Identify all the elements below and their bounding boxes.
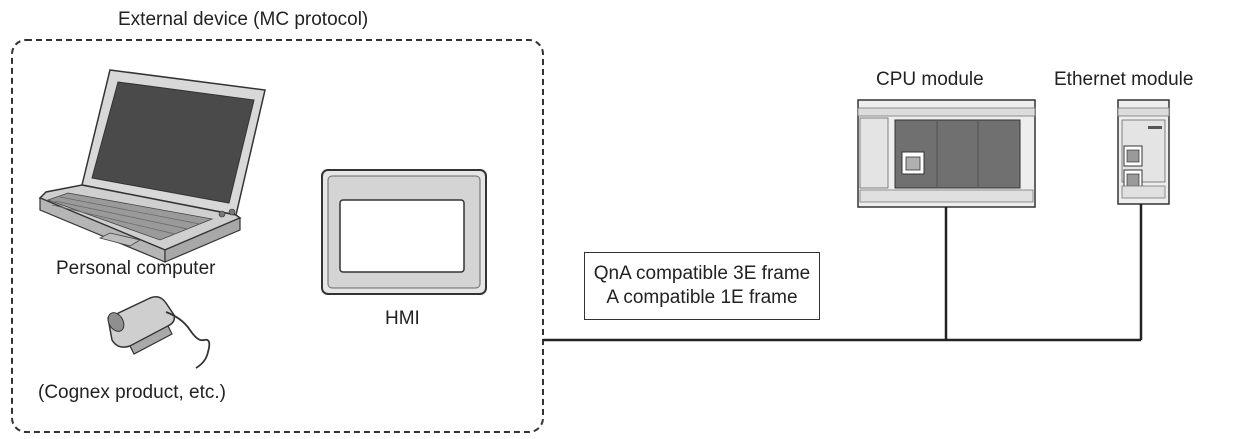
frame-type-1e: A compatible 1E frame — [606, 287, 798, 308]
ethernet-network-lines — [543, 204, 1143, 342]
personal-computer-label: Personal computer — [56, 258, 216, 279]
frame-types-box: QnA compatible 3E frame A compatible 1E … — [584, 252, 820, 320]
external-device-title: External device (MC protocol) — [118, 9, 369, 30]
laptop-icon — [38, 69, 266, 263]
external-device-boundary — [11, 39, 544, 433]
frame-type-3e: QnA compatible 3E frame — [593, 263, 811, 285]
scanner-label: (Cognex product, etc.) — [38, 382, 226, 403]
barcode-scanner-icon — [107, 296, 211, 369]
cpu-module-icon — [857, 99, 1036, 208]
ethernet-module-label: Ethernet module — [1054, 69, 1194, 90]
hmi-icon — [321, 169, 487, 295]
cpu-module-label: CPU module — [876, 69, 984, 90]
hmi-label: HMI — [385, 308, 420, 329]
ethernet-module-icon — [1117, 99, 1170, 205]
